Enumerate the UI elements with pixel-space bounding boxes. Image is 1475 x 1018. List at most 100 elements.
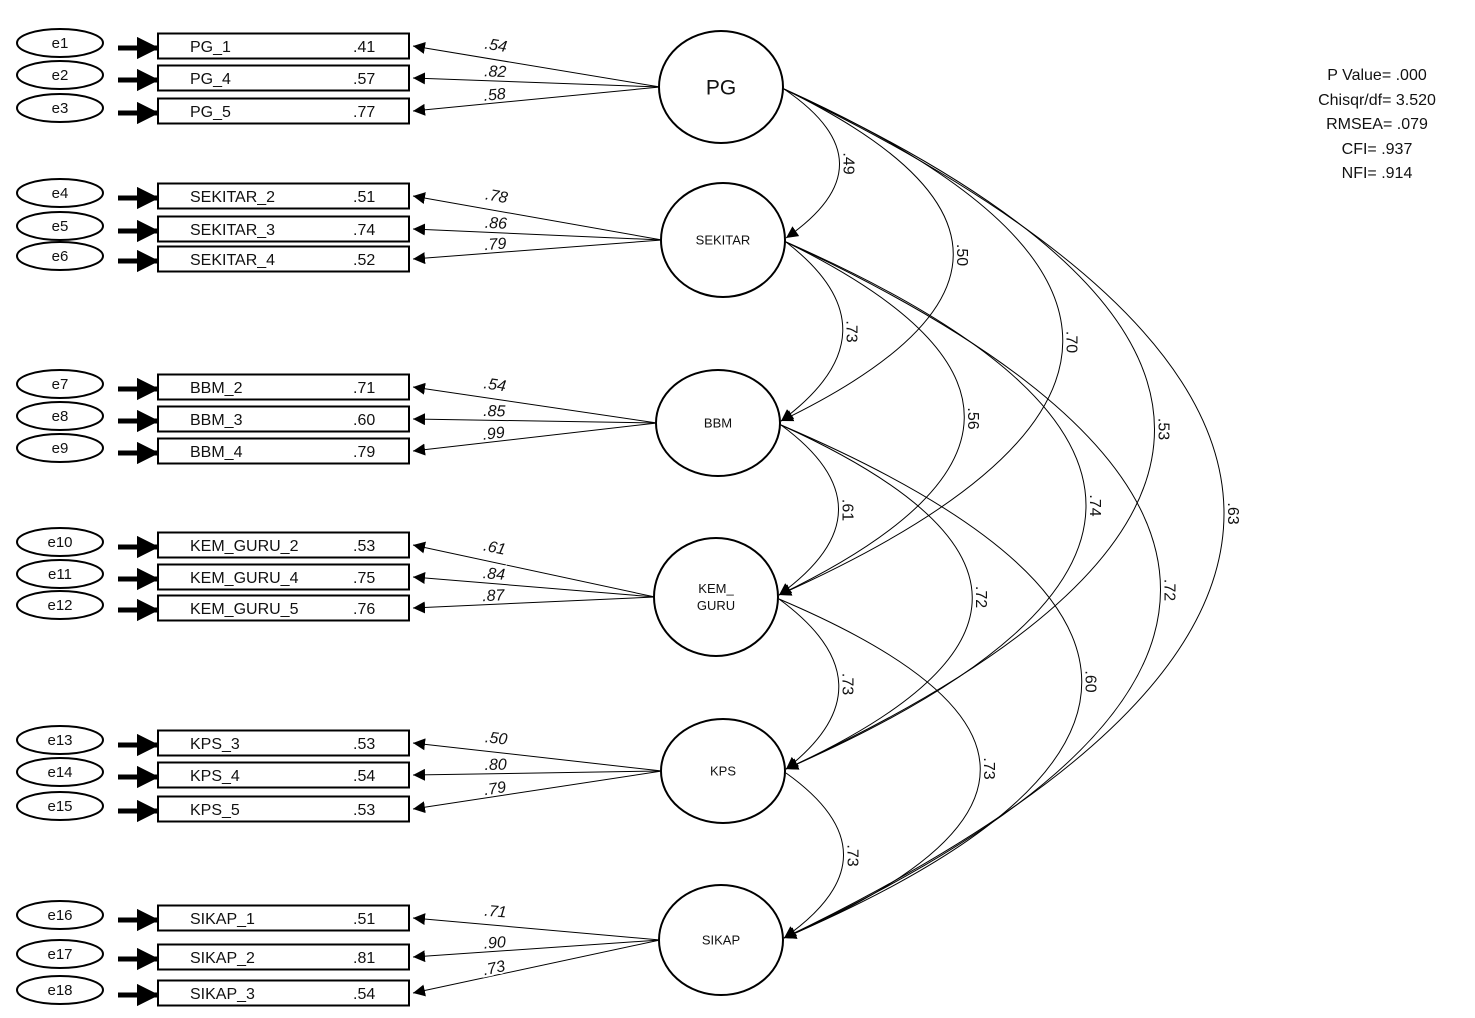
error-ellipse (16, 900, 104, 930)
loading-label: .73 (481, 958, 506, 979)
indicator-boxes: PG_1.41PG_4.57PG_5.77SEKITAR_2.51SEKITAR… (157, 32, 410, 1007)
indicator-r2: .74 (353, 222, 375, 239)
error-label: e6 (52, 248, 69, 265)
indicator-box (157, 405, 410, 433)
indicator-name: KEM_GURU_2 (190, 538, 299, 555)
indicator-box (157, 97, 410, 125)
error-ellipse (16, 433, 104, 463)
loading-path (412, 541, 656, 598)
indicator-r2: .51 (353, 911, 375, 928)
loading-label: .85 (483, 403, 506, 420)
error-ellipse (16, 401, 104, 431)
indicator-box (157, 64, 410, 92)
loading-path (412, 72, 661, 88)
loading-label: .79 (484, 235, 508, 254)
correlation-label: .73 (839, 673, 856, 695)
indicator-r2: .71 (353, 380, 375, 397)
error-ellipse (16, 60, 104, 90)
correlation-arc (772, 229, 844, 422)
indicator-name: KPS_5 (190, 802, 240, 819)
error-label: e18 (47, 982, 72, 999)
loading-path (412, 192, 663, 241)
correlation-label: .49 (839, 152, 856, 174)
indicator-box (157, 531, 410, 559)
factor-circle (658, 884, 784, 996)
error-label: e7 (52, 376, 69, 393)
error-label: e12 (47, 597, 72, 614)
error-label: e13 (47, 732, 72, 749)
indicator-r2: .76 (353, 601, 375, 618)
error-label: e4 (52, 185, 69, 202)
loading-path (412, 413, 658, 426)
correlation-label: .72 (1160, 579, 1177, 601)
error-label: e17 (47, 946, 72, 963)
indicator-name: SIKAP_3 (190, 986, 255, 1003)
loading-label: .99 (482, 424, 506, 443)
loading-label: .78 (484, 186, 509, 207)
indicator-name: BBM_4 (190, 444, 243, 461)
indicator-box (157, 729, 410, 757)
indicator-box (157, 215, 410, 243)
loading-label: .58 (483, 86, 507, 105)
factor-label: KPS (710, 764, 736, 779)
indicator-name: SEKITAR_3 (190, 222, 275, 239)
indicator-r2: .53 (353, 538, 375, 555)
correlation-label: .70 (1063, 331, 1080, 353)
indicator-name: KPS_3 (190, 736, 240, 753)
loading-label: .61 (482, 538, 507, 559)
indicator-name: PG_4 (190, 71, 231, 88)
loading-path (412, 738, 663, 772)
correlation-label: .56 (964, 407, 981, 429)
loading-label: .84 (482, 565, 506, 584)
error-ellipse (16, 211, 104, 241)
error-ellipse (16, 975, 104, 1005)
factor-circle (658, 30, 784, 144)
error-ellipse (16, 791, 104, 821)
indicator-r2: .53 (353, 802, 375, 819)
loading-path (412, 596, 656, 614)
factor-label: GURU (697, 598, 735, 613)
nfi-text: NFI= .914 (1341, 165, 1413, 182)
correlation-label: .73 (980, 757, 997, 779)
error-ellipse (16, 369, 104, 399)
indicator-r2: .81 (353, 950, 375, 967)
p-value-text: P Value= .000 (1327, 67, 1427, 84)
correlation-arc (767, 414, 1083, 939)
correlation-arc (772, 761, 844, 939)
indicator-name: KPS_4 (190, 768, 240, 785)
indicator-box (157, 594, 410, 622)
loading-label: .79 (483, 779, 508, 799)
correlation-arc (765, 588, 981, 939)
indicator-box (157, 795, 410, 823)
loading-path (412, 939, 661, 997)
error-label: e1 (52, 35, 69, 52)
loading-path (412, 768, 663, 781)
error-ellipse (16, 241, 104, 271)
indicator-r2: .53 (353, 736, 375, 753)
correlation-arc (772, 231, 1161, 939)
correlation-label: .60 (1082, 670, 1099, 692)
factor-label: KEM_ (698, 581, 734, 596)
factor-label: PG (706, 76, 736, 99)
indicator-name: SEKITAR_2 (190, 189, 275, 206)
rmsea-text: RMSEA= .079 (1326, 116, 1428, 133)
indicator-r2: .54 (353, 768, 375, 785)
error-label: e15 (47, 798, 72, 815)
indicator-name: BBM_2 (190, 380, 243, 397)
indicator-name: KEM_GURU_5 (190, 601, 299, 618)
error-ellipse (16, 757, 104, 787)
error-terms: e1e2e3e4e5e6e7e8e9e10e11e12e13e14e15e16e… (16, 28, 160, 1007)
indicator-r2: .52 (353, 252, 375, 269)
indicator-r2: .75 (353, 570, 375, 587)
correlation-arc (770, 78, 1064, 596)
indicator-r2: .77 (353, 104, 375, 121)
correlation-label: .74 (1086, 494, 1103, 516)
indicator-r2: .54 (353, 986, 375, 1003)
indicator-r2: .79 (353, 444, 375, 461)
loading-label: .54 (483, 36, 508, 56)
loading-label: .50 (484, 729, 508, 748)
loading-path (412, 382, 658, 424)
correlation-arc (772, 231, 1087, 770)
loading-path (412, 223, 663, 241)
